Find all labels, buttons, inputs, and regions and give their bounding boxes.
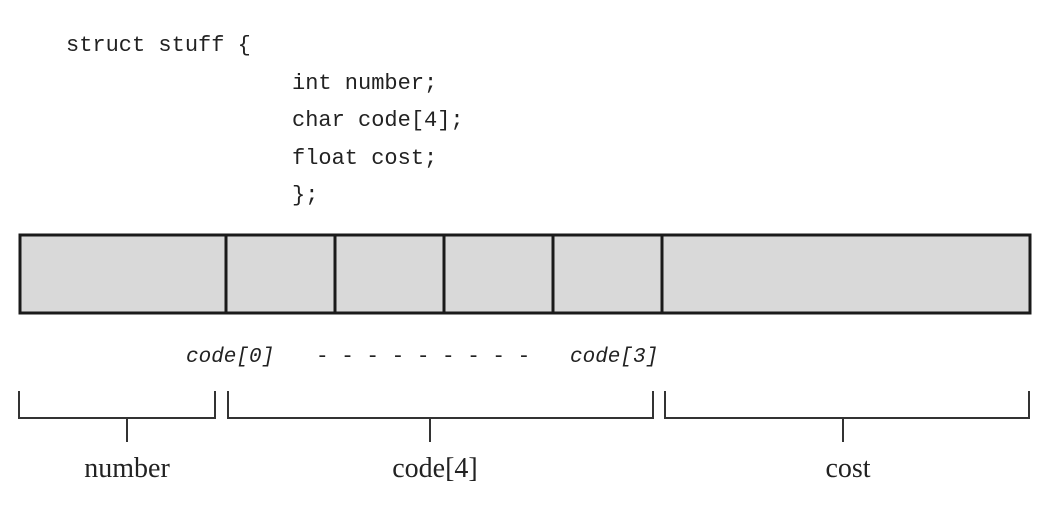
cell-code0 [224, 233, 337, 315]
code-line-char: char code[4]; [292, 108, 464, 133]
code-line-struct: struct stuff { [66, 33, 251, 58]
group-label-code: code[4] [392, 453, 478, 484]
cell-cost [660, 233, 1032, 315]
cell-code2 [442, 233, 555, 315]
cell-code1 [333, 233, 446, 315]
brace-code [227, 391, 654, 442]
cell-number [18, 233, 228, 315]
index-label-last: code[3] [570, 346, 658, 369]
code-line-int: int number; [292, 71, 438, 96]
code-line-float: float cost; [292, 146, 438, 171]
group-label-number: number [84, 453, 170, 484]
index-label-first: code[0] [186, 346, 274, 369]
cell-code3 [551, 233, 664, 315]
brace-number [18, 391, 216, 442]
code-line-close: }; [292, 183, 319, 208]
group-label-cost: cost [825, 453, 870, 484]
brace-cost [664, 391, 1030, 442]
index-dashes: - - - - - - - - - [316, 346, 530, 369]
